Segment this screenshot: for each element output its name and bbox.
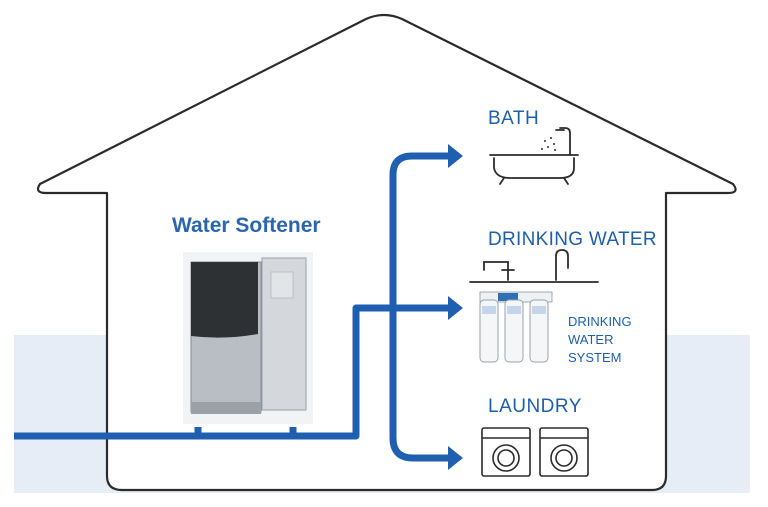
arrow-bath bbox=[448, 144, 463, 168]
supply-pipe bbox=[14, 304, 450, 440]
drinking-water-label: DRINKING WATER bbox=[488, 229, 657, 250]
system-label-line: WATER bbox=[568, 332, 614, 347]
water-softener-title: Water Softener bbox=[172, 214, 321, 237]
faucet-icon bbox=[469, 249, 599, 283]
system-label-line: SYSTEM bbox=[568, 350, 622, 365]
laundry-label: LAUNDRY bbox=[488, 396, 582, 417]
drinking-water-system-label: DRINKING WATER SYSTEM bbox=[568, 313, 632, 367]
washing-machines-icon bbox=[481, 427, 589, 477]
arrow-laundry bbox=[448, 446, 463, 470]
bath-label: BATH bbox=[488, 108, 540, 129]
water-softener-icon bbox=[183, 252, 313, 424]
pipe-network bbox=[14, 152, 450, 462]
bathtub-icon bbox=[489, 127, 579, 185]
drinking-water-system-icon bbox=[479, 291, 553, 363]
arrow-drinking bbox=[448, 296, 463, 320]
system-label-line: DRINKING bbox=[568, 314, 632, 329]
house-outline bbox=[36, 13, 737, 492]
main-riser-pipe bbox=[389, 152, 450, 462]
